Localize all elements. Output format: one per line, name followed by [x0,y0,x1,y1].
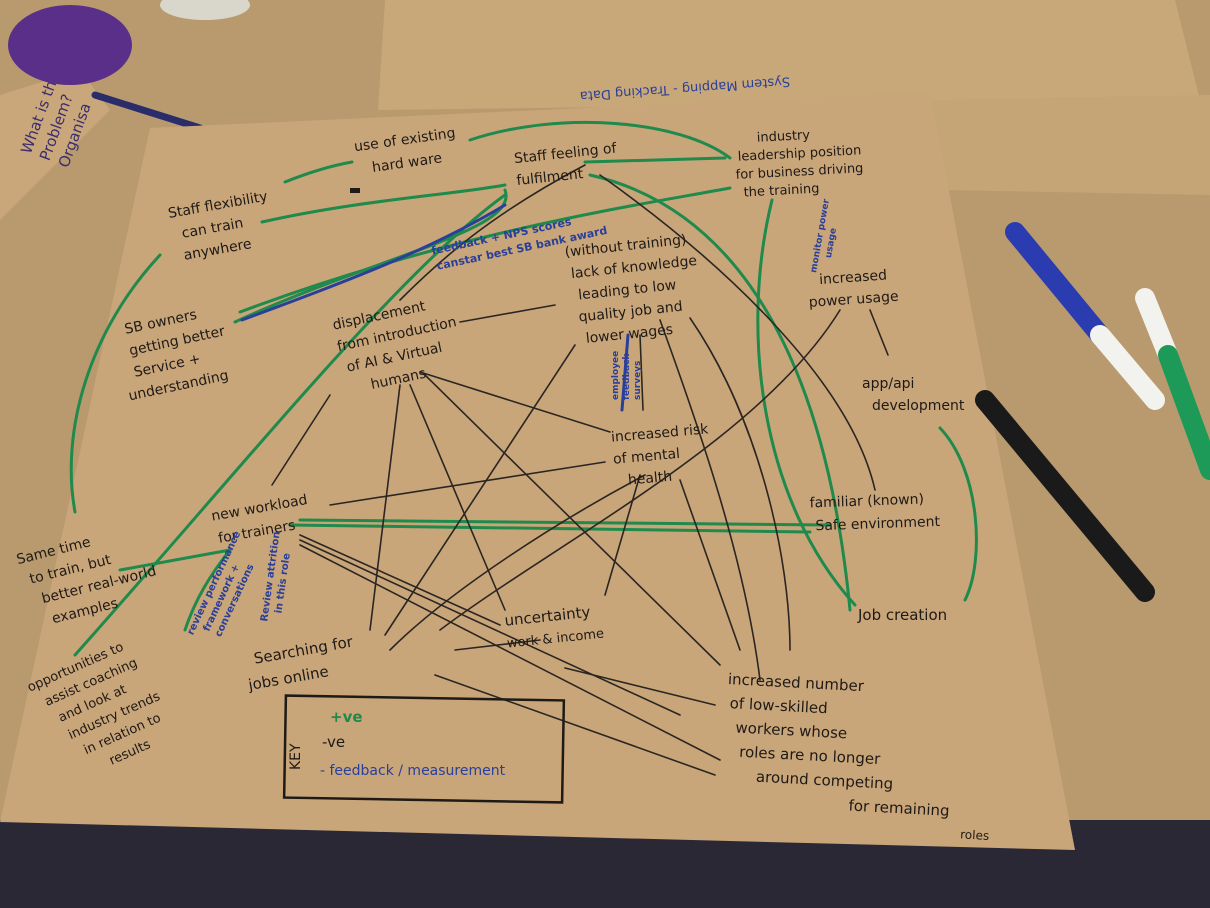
svg-text:app/api: app/api [862,376,914,392]
legend-feedback: - feedback / measurement [320,763,506,779]
background-sheet [378,0,1200,110]
svg-text:surveys: surveys [633,361,643,400]
svg-text:employee: employee [611,351,621,400]
main-paper [0,92,1075,850]
legend-positive: +ve [330,708,363,726]
purple-cup [8,5,132,85]
svg-text:development: development [872,398,965,414]
legend-negative: -ve [322,733,345,751]
ink-mark [350,188,360,193]
svg-text:roles: roles [960,827,990,842]
svg-text:feedback: feedback [622,353,632,400]
background-sheet-right [930,95,1210,195]
svg-text:industry: industry [756,128,810,146]
node-job-creation: Job creation [857,606,947,624]
svg-text:Job creation: Job creation [857,606,947,624]
legend-title: KEY [288,743,304,770]
